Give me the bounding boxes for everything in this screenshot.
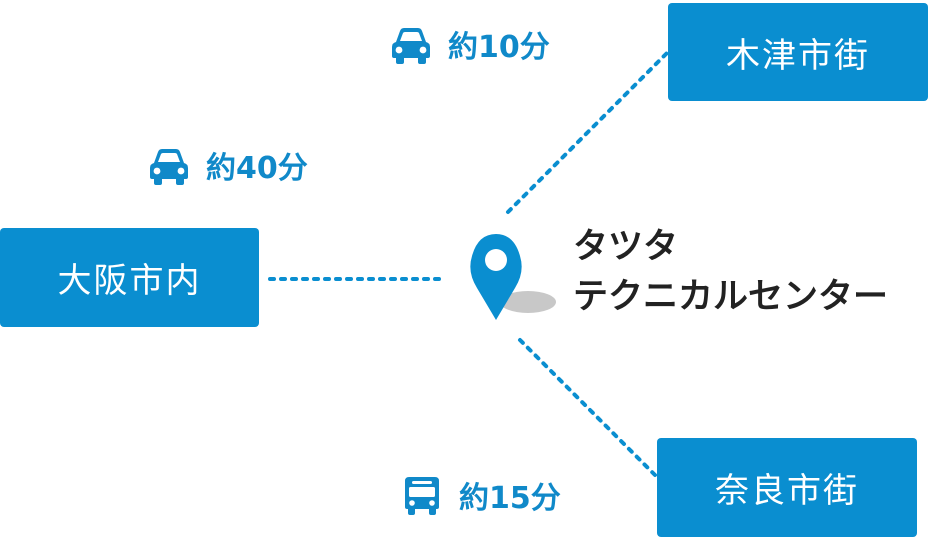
- destination-osaka: 大阪市内: [0, 228, 259, 327]
- travel-time-kizu-text: 約10分: [448, 30, 550, 65]
- travel-time-osaka: 約40分: [146, 143, 308, 187]
- connector-nara: [518, 338, 657, 477]
- bus-icon: [399, 473, 445, 517]
- destination-nara: 奈良市街: [657, 438, 917, 537]
- destination-nara-label: 奈良市街: [715, 471, 859, 511]
- travel-time-osaka-text: 約40分: [206, 151, 308, 186]
- car-icon: [388, 22, 434, 66]
- travel-time-kizu: 約10分: [388, 22, 550, 66]
- center-name-line2: テクニカルセンター: [573, 277, 889, 317]
- center-facility-name: タツタ テクニカルセンター: [573, 222, 888, 322]
- location-pin-icon: [462, 228, 562, 324]
- car-icon: [146, 143, 192, 187]
- center-name-line1: タツタ: [573, 227, 679, 267]
- travel-time-nara: 約15分: [399, 473, 561, 517]
- travel-time-nara-text: 約15分: [459, 481, 561, 516]
- destination-kizu: 木津市街: [668, 3, 928, 101]
- connector-kizu: [506, 50, 670, 214]
- destination-osaka-label: 大阪市内: [57, 261, 202, 301]
- destination-kizu-label: 木津市街: [726, 35, 870, 76]
